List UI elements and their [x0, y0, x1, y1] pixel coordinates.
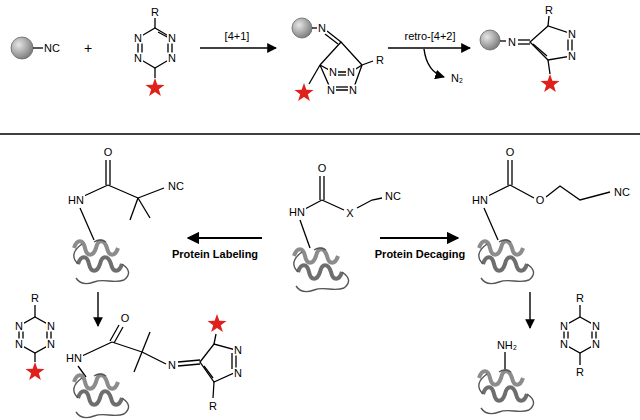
atom-label: N — [328, 67, 338, 78]
atom-label: N — [167, 33, 177, 44]
atom-label: O — [535, 195, 546, 206]
atom-label: O — [505, 147, 516, 158]
atom-label: N — [14, 339, 24, 350]
atom-label: N — [167, 360, 177, 371]
atom-label: R — [30, 293, 40, 304]
atom-label: N — [348, 85, 358, 96]
atom-label: R — [150, 7, 160, 18]
atom-label: HN — [471, 195, 489, 206]
byproduct-label: N₂ — [450, 73, 464, 84]
pathway-label: Protein Decaging — [375, 249, 465, 260]
pathway-label: Protein Labeling — [172, 249, 258, 260]
atom-label: N — [559, 339, 569, 350]
atom-label: NH₂ — [496, 340, 518, 351]
atom-label: R — [544, 5, 554, 16]
atom-label: N — [167, 53, 177, 64]
atom-label: N — [346, 67, 356, 78]
atom-label: NC — [167, 181, 185, 192]
reaction-arrows — [98, 48, 530, 328]
atom-label: N — [14, 321, 24, 332]
atom-label: N — [567, 29, 577, 40]
atom-label: R — [375, 55, 385, 66]
atom-label: N — [507, 37, 517, 48]
atom-label: O — [103, 147, 114, 158]
plus-sign: + — [84, 41, 92, 55]
bonds — [11, 16, 610, 398]
arrow-label: [4+1] — [224, 31, 251, 42]
atom-label: O — [120, 313, 131, 324]
atom-label: X — [345, 208, 354, 219]
atom-label: N — [46, 321, 56, 332]
atom-label: R — [575, 293, 585, 304]
atom-label: R — [208, 401, 218, 412]
atom-label: N — [46, 339, 56, 350]
red-star — [25, 74, 559, 380]
atom-label: N — [591, 321, 601, 332]
atom-label: R — [575, 367, 585, 378]
atom-label: N — [133, 33, 143, 44]
atom-label: NC — [384, 191, 402, 202]
atom-label: NC — [43, 43, 61, 54]
atom-label: HN — [67, 195, 85, 206]
atom-label: N — [559, 321, 569, 332]
arrow-label: retro-[4+2] — [403, 31, 456, 42]
atom-label: N — [233, 368, 243, 379]
atom-label: N — [233, 345, 243, 356]
atom-label: N — [317, 23, 327, 34]
panel-divider — [0, 133, 640, 135]
atom-label: N — [591, 339, 601, 350]
atom-label: N — [326, 85, 336, 96]
atom-label: NC — [613, 187, 631, 198]
atom-label: O — [317, 163, 328, 174]
protein-ribbon — [74, 240, 534, 418]
atom-label: HN — [65, 353, 83, 364]
atom-label: N — [567, 51, 577, 62]
atom-label: HN — [288, 207, 306, 218]
atom-label: N — [133, 53, 143, 64]
